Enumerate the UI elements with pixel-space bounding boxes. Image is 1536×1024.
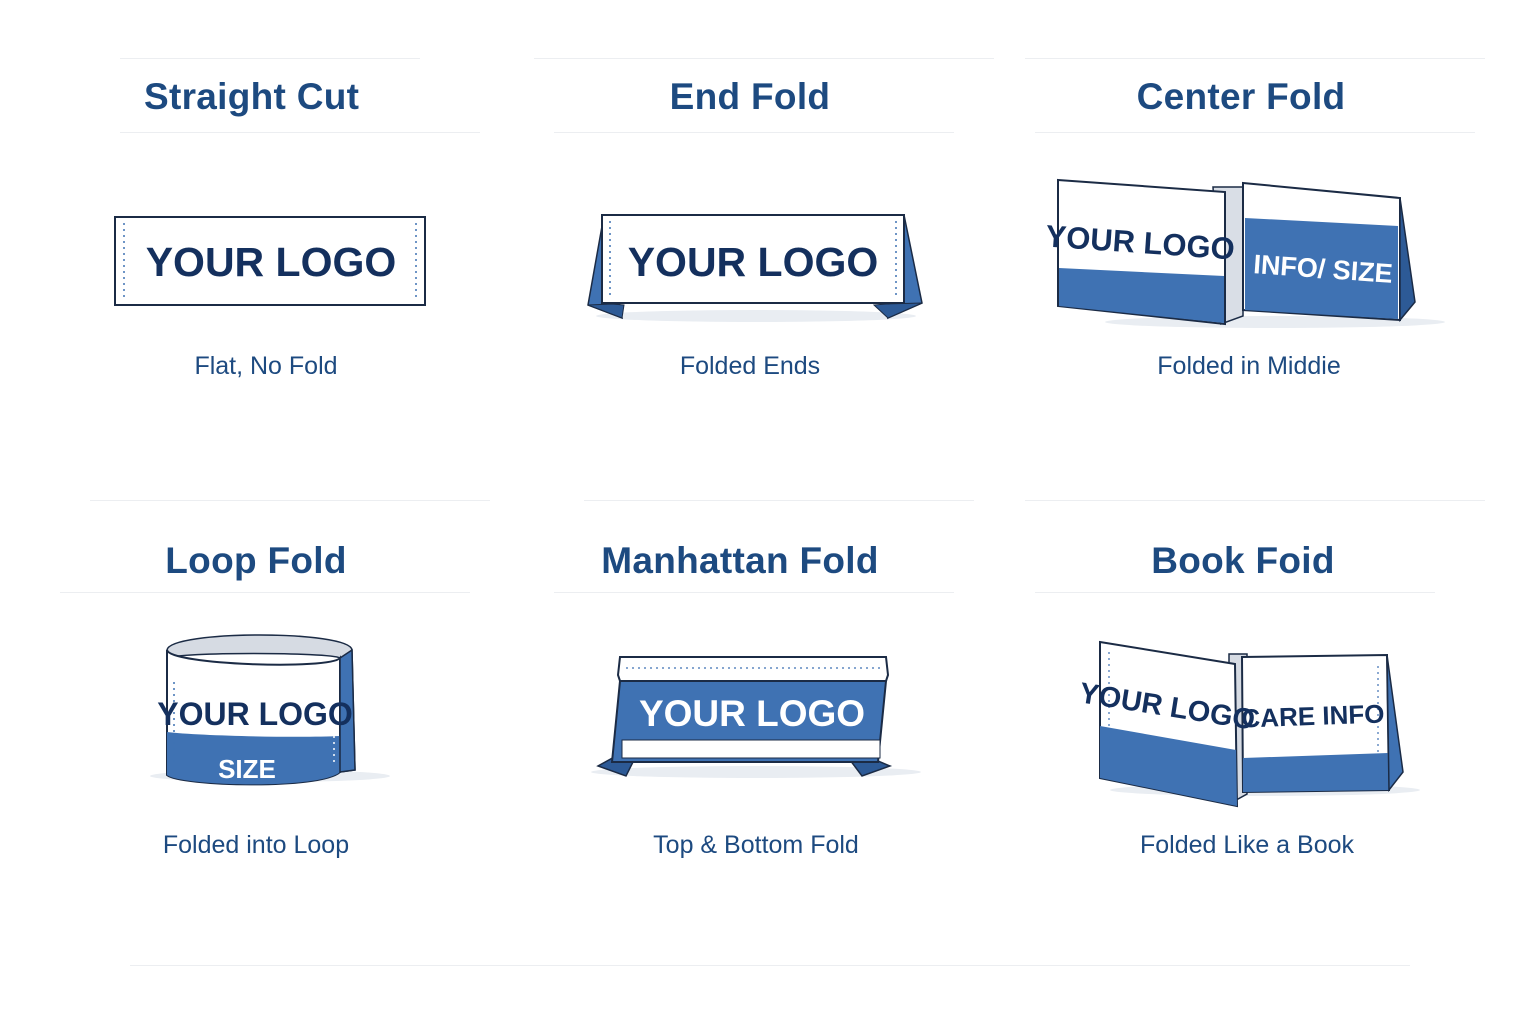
divider-under-title — [1035, 132, 1475, 133]
logo-text: YOUR LOGO — [157, 696, 353, 732]
left-half-blue-band — [1059, 268, 1224, 323]
care-info-text: CARE INFO — [1241, 699, 1385, 734]
bottom-divider — [130, 965, 1410, 966]
logo-text: YOUR LOGO — [639, 693, 865, 734]
divider-top — [1025, 58, 1485, 59]
right-page-blue-band — [1243, 753, 1389, 792]
shadow — [596, 310, 916, 322]
divider-top — [90, 500, 490, 501]
center-fold-label-illustration: YOUR LOGO INFO/ SIZE — [1044, 178, 1445, 328]
bottom-fold-strip — [621, 739, 881, 759]
right-end-fold — [1399, 197, 1416, 323]
panel-loop-fold: Loop Fold YOUR LOGO SIZE Folded into Loo… — [0, 500, 512, 970]
panel-title: End Fold — [669, 76, 831, 117]
panel-caption: Folded in Middie — [1157, 352, 1341, 380]
panel-caption: Top & Bottom Fold — [653, 831, 859, 859]
right-end-fold — [1386, 654, 1404, 793]
flat-label — [114, 216, 426, 306]
straight-cut-label-illustration: YOUR LOGO — [114, 216, 426, 306]
panel-title: Manhattan Fold — [601, 540, 879, 581]
right-half-blue-band — [1245, 218, 1398, 319]
divider-top — [534, 58, 994, 59]
panel-center-fold: Center Fold YOUR LOGO INFO/ SIZE Folded … — [985, 40, 1497, 510]
panel-title: Center Fold — [1136, 76, 1346, 117]
panel-caption: Folded into Loop — [162, 831, 350, 859]
size-text: SIZE — [218, 754, 276, 784]
loop-blue-band — [167, 732, 340, 785]
left-page-blue-band — [1100, 726, 1237, 806]
left-fold-tab — [587, 303, 625, 319]
divider-top — [1025, 500, 1485, 501]
panel-manhattan-fold: Manhattan Fold YOUR LOGO Top & Bottom Fo… — [494, 500, 1006, 970]
loop-fold-label-illustration: YOUR LOGO SIZE — [150, 634, 390, 786]
end-fold-label-illustration: YOUR LOGO — [587, 214, 923, 322]
label-face — [601, 214, 905, 304]
panel-title: Straight Cut — [144, 76, 360, 117]
logo-text: YOUR LOGO — [628, 239, 879, 285]
book-fold-label-illustration: YOUR LOGO CARE INFO — [1077, 640, 1420, 808]
panel-caption: Flat, No Fold — [194, 352, 338, 380]
panel-straight-cut: Straight Cut YOUR LOGO Flat, No Fold — [10, 40, 522, 510]
shadow — [591, 766, 921, 778]
right-fold-tab — [872, 302, 923, 319]
divider-under-title — [554, 592, 954, 593]
panel-book-fold: Book Foid YOUR LOGO CARE INFO Folded Lik… — [985, 500, 1497, 970]
panel-title: Loop Fold — [165, 540, 347, 581]
manhattan-fold-label-illustration: YOUR LOGO — [591, 656, 921, 778]
divider-under-title — [60, 592, 470, 593]
divider-under-title — [554, 132, 954, 133]
panel-caption: Folded Ends — [679, 352, 821, 380]
panel-title: Book Foid — [1151, 540, 1335, 581]
divider-under-title — [120, 132, 480, 133]
divider-top — [120, 58, 420, 59]
divider-under-title — [1035, 592, 1435, 593]
loop-back-edge — [339, 648, 356, 773]
panel-end-fold: End Fold YOUR LOGO Folded Ends — [494, 40, 1006, 510]
divider-top — [584, 500, 974, 501]
top-fold-strip — [616, 656, 890, 682]
panel-caption: Folded Like a Book — [1139, 831, 1355, 859]
logo-text: YOUR LOGO — [146, 239, 397, 285]
